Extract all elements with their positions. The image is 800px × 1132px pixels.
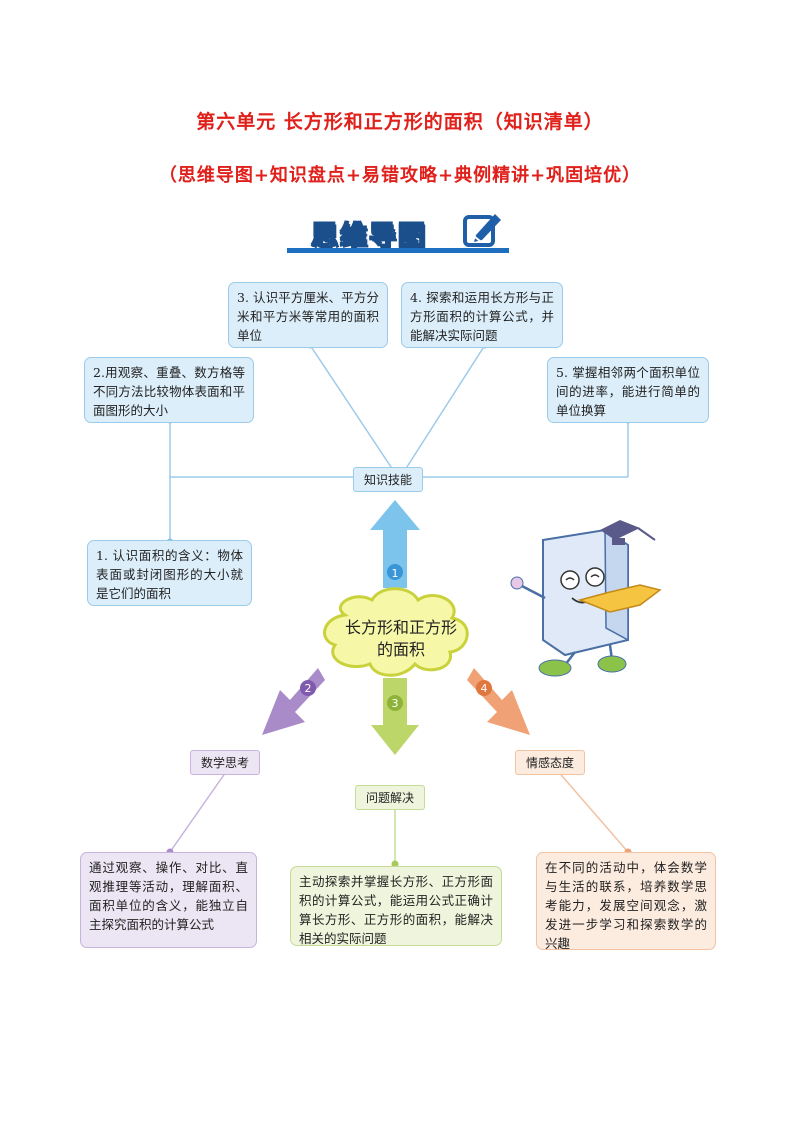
page-subtitle: （思维导图+知识盘点+易错攻略+典例精讲+巩固培优） (158, 165, 642, 186)
banner-underline (287, 248, 509, 253)
thinking-box: 通过观察、操作、对比、直观推理等活动，理解面积、面积单位的含义，能独立自主探究面… (80, 852, 257, 948)
branch-number-2: 2 (305, 682, 312, 695)
problem-box: 主动探索并掌握长方形、正方形面积的计算公式，能运用公式正确计算长方形、正方形的面… (290, 866, 502, 946)
center-cloud (323, 587, 469, 677)
mindmap-banner: 思维导图 (287, 210, 512, 256)
center-topic: 长方形和正方形的面积 (326, 607, 476, 671)
skill-item-5: 5. 掌握相邻两个面积单位间的进率，能进行简单的单位换算 (547, 357, 709, 423)
arrow-left-down-icon (262, 668, 325, 735)
branch-number-1: 1 (392, 567, 399, 580)
skill-item-1: 1. 认识面积的含义：物体表面或封闭图形的大小就是它们的面积 (87, 540, 252, 606)
center-topic-text: 长方形和正方形的面积 (344, 618, 457, 659)
label-skills: 知识技能 (353, 467, 424, 492)
banner-text: 思维导图 (310, 220, 427, 252)
label-problem: 问题解决 (355, 785, 426, 810)
book-mascot-icon (510, 520, 662, 677)
arrow-up-icon (370, 500, 420, 588)
skill-item-2: 2.用观察、重叠、数方格等不同方法比较物体表面和平面图形的大小 (84, 357, 254, 423)
branch-number-4: 4 (481, 682, 488, 695)
label-thinking: 数学思考 (190, 750, 261, 775)
arrow-right-down-icon (467, 668, 530, 735)
label-attitude: 情感态度 (515, 750, 586, 775)
pencil-edit-icon (463, 214, 501, 247)
skill-item-4: 4. 探索和运用长方形与正方形面积的计算公式，并能解决实际问题 (401, 282, 563, 348)
attitude-box: 在不同的活动中，体会数学与生活的联系，培养数学思考能力，发展空间观念，激发进一步… (536, 852, 716, 951)
branch-number-3: 3 (392, 697, 399, 710)
arrow-down-icon (371, 678, 419, 755)
skill-item-3: 3. 认识平方厘米、平方分米和平方米等常用的面积单位 (228, 282, 388, 348)
page-title: 第六单元 长方形和正方形的面积（知识清单） (196, 111, 604, 133)
